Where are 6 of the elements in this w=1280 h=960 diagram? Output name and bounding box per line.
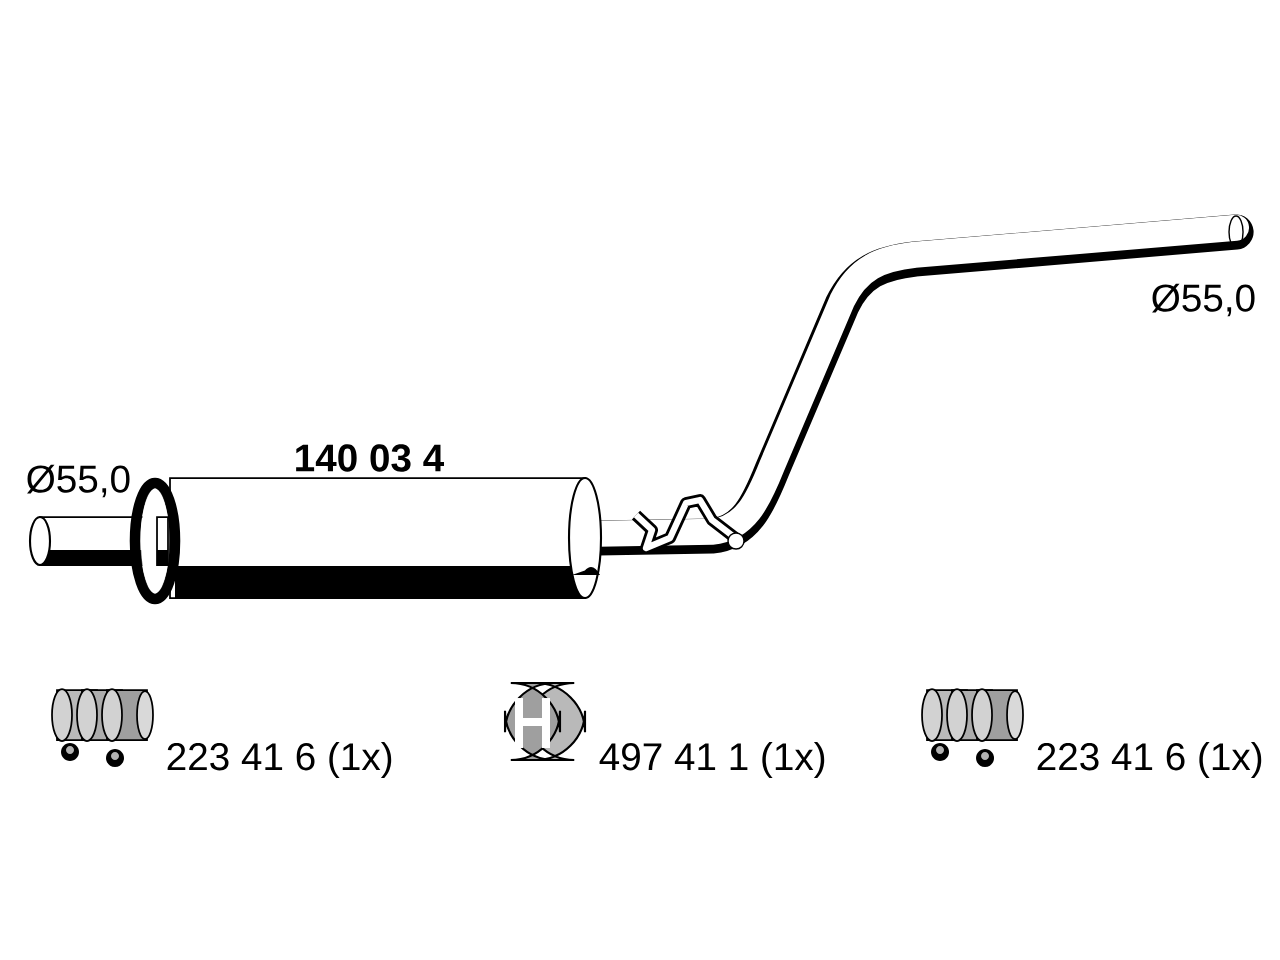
part-number: 223 41 6 (1x) (1037, 742, 1262, 779)
diameter-label: Ø55,0 (27, 464, 130, 498)
part-number: 140 03 4 (296, 444, 444, 472)
diameter-label: Ø55,0 (1152, 283, 1255, 317)
part-number: 497 41 1 (1x) (599, 742, 825, 779)
part-number: 223 41 6 (1x) (167, 742, 392, 779)
